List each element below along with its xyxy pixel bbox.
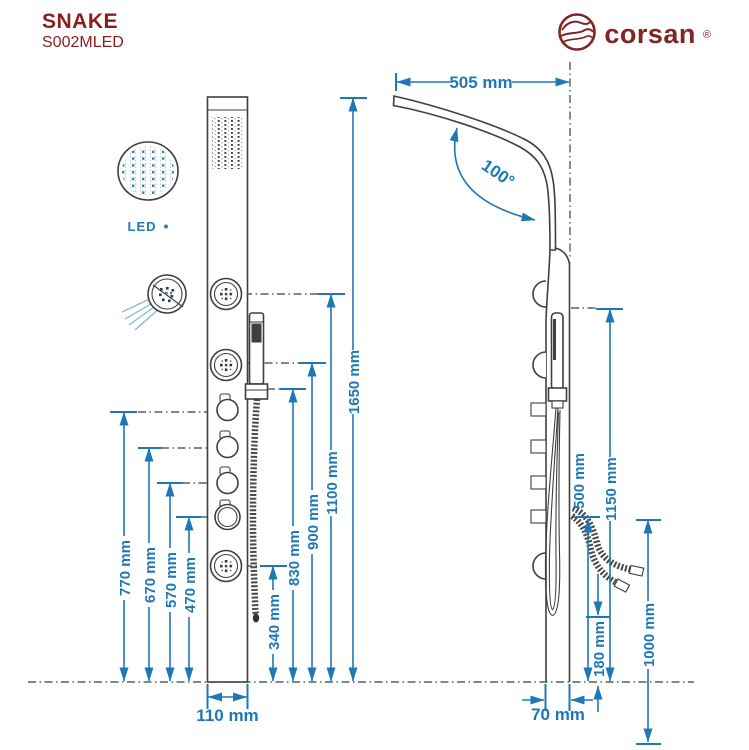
jet-bump-3 bbox=[532, 552, 547, 580]
jet-bump-2 bbox=[532, 351, 547, 379]
hose-loop-outer bbox=[544, 407, 561, 617]
product-header: SNAKE S002MLED bbox=[42, 10, 124, 52]
knob-stub-3 bbox=[530, 475, 547, 490]
dim-670: 670 mm bbox=[142, 547, 159, 603]
panel-body-front bbox=[206, 96, 249, 683]
shower-head-nozzles bbox=[212, 117, 243, 169]
product-model: S002MLED bbox=[42, 34, 124, 52]
head-back-cap bbox=[555, 247, 571, 265]
wave-logo-icon bbox=[557, 12, 597, 57]
control-knob-3 bbox=[216, 466, 239, 495]
brand-logo: corsan ® bbox=[557, 12, 711, 57]
dim-angle: 100° bbox=[478, 156, 518, 192]
dim-340: 340 mm bbox=[266, 594, 283, 650]
shower-holder-side bbox=[547, 387, 568, 402]
led-label-dot bbox=[164, 224, 168, 229]
knob-stub-2 bbox=[530, 439, 547, 454]
side-view-dimensions: 505 mm 100° 1150 mm 500 mm 180 mm 1000 m… bbox=[395, 73, 661, 745]
massage-jet-3 bbox=[209, 549, 243, 583]
dim-570: 570 mm bbox=[163, 552, 180, 608]
registered-mark: ® bbox=[702, 28, 711, 41]
dim-830: 830 mm bbox=[286, 530, 303, 586]
massage-jet-2 bbox=[209, 348, 243, 382]
control-knob-1 bbox=[216, 393, 239, 422]
side-view bbox=[392, 95, 645, 682]
dim-110: 110 mm bbox=[196, 706, 258, 725]
control-knob-2 bbox=[216, 430, 239, 459]
dim-900: 900 mm bbox=[305, 494, 322, 550]
dim-1000: 1000 mm bbox=[641, 603, 658, 667]
led-detail: LED bbox=[117, 141, 179, 234]
jet-bump-1 bbox=[532, 280, 547, 308]
curved-head-profile bbox=[392, 95, 557, 251]
jet-spray-detail bbox=[121, 274, 187, 331]
hand-shower-front bbox=[244, 312, 269, 623]
panel-front-edge bbox=[545, 249, 551, 682]
brand-name: corsan bbox=[604, 19, 696, 49]
dim-180: 180 mm bbox=[591, 621, 608, 677]
control-knob-4 bbox=[214, 499, 241, 531]
shower-holder-front bbox=[244, 383, 269, 400]
hose-loop-inner bbox=[548, 407, 560, 611]
dim-1100: 1100 mm bbox=[324, 451, 341, 514]
angle-arc bbox=[449, 127, 536, 222]
massage-jet-1 bbox=[209, 277, 243, 311]
dim-70: 70 mm bbox=[531, 705, 585, 724]
shower-hose-front bbox=[249, 398, 261, 616]
knob-stub-1 bbox=[530, 402, 547, 417]
dim-470: 470 mm bbox=[182, 557, 199, 613]
product-name: SNAKE bbox=[42, 10, 119, 33]
led-label: LED bbox=[128, 219, 157, 234]
dim-770: 770 mm bbox=[117, 540, 134, 596]
dim-1650: 1650 mm bbox=[346, 350, 363, 414]
dim-505: 505 mm bbox=[449, 73, 512, 92]
front-view bbox=[206, 96, 269, 683]
dim-1150: 1150 mm bbox=[603, 457, 620, 520]
dim-500: 500 mm bbox=[571, 453, 588, 509]
front-view-dimensions: 770 mm 670 mm 570 mm 470 mm 340 mm 830 m… bbox=[110, 97, 367, 725]
knob-stub-4 bbox=[530, 509, 547, 524]
reference-lines bbox=[28, 62, 694, 683]
